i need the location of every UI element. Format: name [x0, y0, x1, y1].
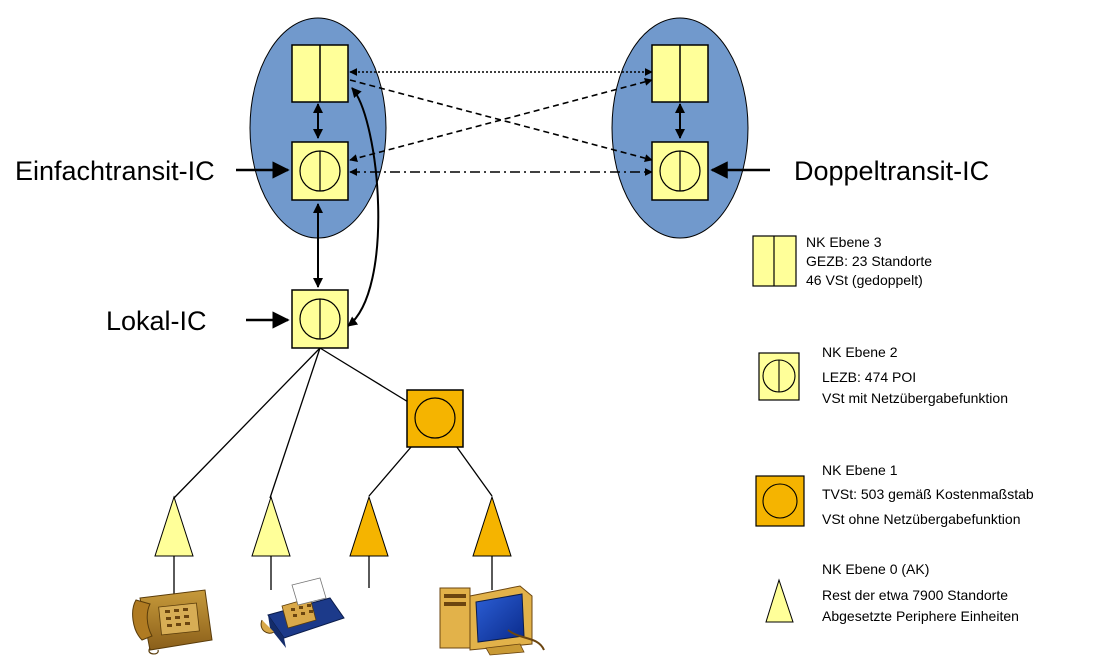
legend-level3-line1: GEZB: 23 Standorte: [806, 253, 932, 269]
einfachtransit-label: Einfachtransit-IC: [15, 156, 215, 186]
side-arrows: [236, 161, 770, 329]
legend-level1-title: NK Ebene 1: [822, 462, 898, 478]
left-level2-node: [291, 141, 349, 201]
access-triangle-1: [154, 495, 194, 557]
legend-level3-icon: [752, 235, 797, 287]
legend-level2-line1: LEZB: 474 POI: [822, 369, 916, 385]
legend-level3-line2: 46 VSt (gedoppelt): [806, 272, 923, 288]
legend-level3-title: NK Ebene 3: [806, 234, 882, 250]
legend-level2-icon: [758, 352, 800, 401]
legend-level0-line2: Abgesetzte Periphere Einheiten: [822, 608, 1019, 624]
legend-level0-line1: Rest der etwa 7900 Standorte: [822, 587, 1008, 603]
legend: NK Ebene 3 GEZB: 23 Standorte 46 VSt (ge…: [752, 234, 1034, 624]
left-level3-node: [291, 44, 349, 103]
right-level3-node: [651, 44, 709, 103]
access-triangle-3: [349, 495, 389, 557]
computer-icon: [439, 585, 545, 656]
legend-level1-icon: [755, 475, 805, 527]
level1-node: [406, 389, 464, 448]
fax-icon: [260, 577, 345, 648]
legend-level1-line2: VSt ohne Netzübergabefunktion: [822, 511, 1020, 527]
legend-level1-line1: TVSt: 503 gemäß Kostenmaßstab: [822, 486, 1034, 502]
tree-links: [173, 347, 493, 596]
intra-cluster-links: [313, 87, 685, 327]
lokal-level2-node: [291, 289, 349, 349]
doppeltransit-label: Doppeltransit-IC: [794, 156, 989, 186]
right-level2-node: [651, 141, 709, 201]
access-triangle-2: [251, 495, 291, 557]
lokal-label: Lokal-IC: [106, 306, 207, 336]
inter-cluster-links: [349, 68, 653, 176]
legend-level2-line2: VSt mit Netzübergabefunktion: [822, 390, 1008, 406]
access-triangle-4: [472, 495, 512, 557]
legend-level0-icon: [765, 578, 794, 623]
legend-level0-title: NK Ebene 0 (AK): [822, 561, 929, 577]
legend-level2-title: NK Ebene 2: [822, 344, 898, 360]
telephone-icon: [132, 589, 213, 655]
